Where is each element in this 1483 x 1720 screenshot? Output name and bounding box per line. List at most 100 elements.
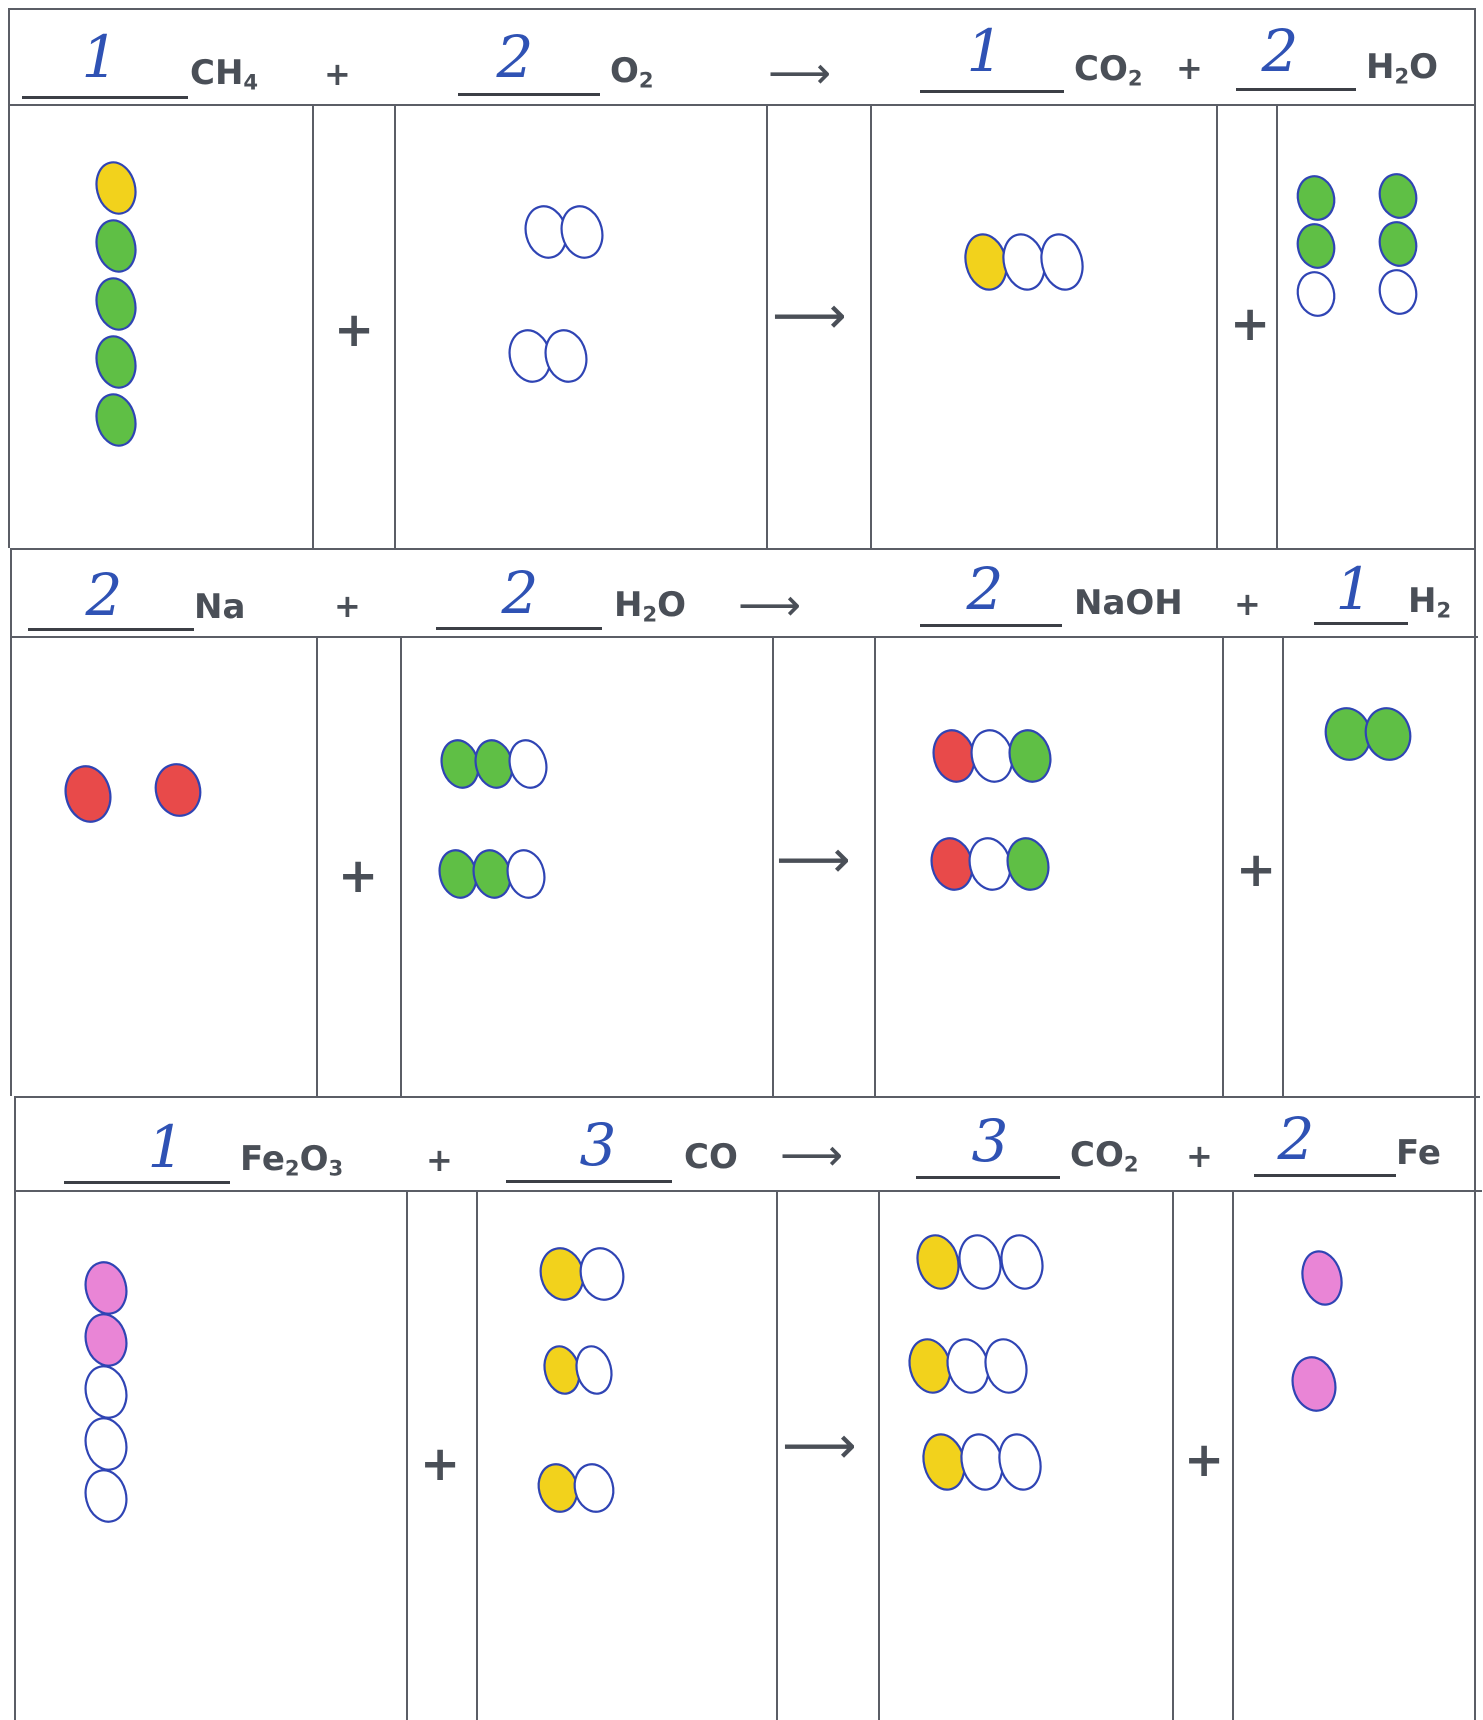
divider	[1222, 636, 1224, 1096]
plus-sign: +	[334, 587, 361, 625]
coefficient-blank[interactable]	[920, 624, 1062, 627]
coefficient-blank[interactable]	[916, 1176, 1060, 1179]
formula: H2	[1408, 581, 1452, 623]
divider	[874, 636, 876, 1096]
iron-atom	[1291, 1356, 1337, 1412]
hydrogen-atom	[1008, 729, 1052, 783]
divider	[400, 636, 402, 1096]
divider	[8, 104, 1474, 106]
carbon-atom	[95, 161, 137, 215]
hydrogen-atom	[95, 277, 137, 331]
hydrogen-atom	[1378, 221, 1418, 267]
coefficient-answer: 2	[1261, 17, 1299, 85]
formula: Fe	[1396, 1133, 1441, 1173]
plus-sign: +	[334, 302, 375, 358]
formula: H2O	[614, 585, 687, 627]
formula: CO	[684, 1137, 738, 1177]
divider	[870, 104, 872, 548]
divider	[14, 1096, 16, 1720]
oxygen-atom	[506, 849, 546, 899]
arrow-icon: ⟶	[782, 1416, 857, 1476]
divider	[878, 1190, 880, 1720]
oxygen-atom	[544, 329, 588, 383]
hydrogen-atom	[1378, 173, 1418, 219]
arrow-icon: ⟶	[780, 1130, 844, 1181]
coefficient-answer: 2	[501, 559, 539, 627]
plus-sign: +	[1234, 585, 1261, 623]
arrow-icon: ⟶	[738, 580, 802, 631]
coefficient-blank[interactable]	[506, 1180, 672, 1183]
coefficient-blank[interactable]	[1236, 88, 1356, 91]
coefficient-blank[interactable]	[22, 96, 188, 99]
formula: NaOH	[1074, 583, 1183, 623]
divider	[1232, 1190, 1234, 1720]
coefficient-answer: 2	[1277, 1105, 1315, 1173]
coefficient-answer: 3	[971, 1107, 1009, 1175]
divider	[394, 104, 396, 548]
divider	[772, 636, 774, 1096]
hydrogen-atom	[95, 393, 137, 447]
divider	[1172, 1190, 1174, 1720]
coefficient-answer: 1	[147, 1113, 185, 1181]
oxygen-atom	[1296, 271, 1336, 317]
divider	[776, 1190, 778, 1720]
coefficient-answer: 1	[966, 17, 1004, 85]
divider	[476, 1190, 478, 1720]
iron-atom	[1301, 1250, 1343, 1306]
divider	[8, 8, 1474, 10]
oxygen-atom	[579, 1247, 625, 1301]
hydrogen-atom	[95, 219, 137, 273]
divider	[316, 636, 318, 1096]
divider	[1276, 104, 1278, 548]
divider	[312, 104, 314, 548]
carbon-atom	[916, 1234, 960, 1290]
formula: O2	[610, 51, 654, 93]
oxygen-atom	[1000, 1234, 1044, 1290]
coefficient-answer: 2	[496, 23, 534, 91]
coefficient-answer: 3	[579, 1111, 617, 1179]
hydrogen-atom	[95, 335, 137, 389]
plus-sign: +	[338, 848, 379, 904]
hydrogen-atom	[1296, 223, 1336, 269]
coefficient-blank[interactable]	[1314, 622, 1408, 625]
oxygen-atom	[573, 1463, 615, 1513]
hydrogen-atom	[1006, 837, 1050, 891]
coefficient-blank[interactable]	[436, 627, 602, 630]
oxygen-atom	[508, 739, 548, 789]
formula: Fe2O3	[240, 1139, 344, 1181]
arrow-icon: ⟶	[776, 830, 851, 890]
divider	[8, 8, 10, 548]
hydrogen-atom	[1364, 707, 1412, 761]
coefficient-blank[interactable]	[64, 1181, 230, 1184]
coefficient-blank[interactable]	[1254, 1174, 1396, 1177]
plus-sign: +	[1236, 842, 1277, 898]
formula: Na	[194, 587, 246, 627]
divider	[10, 548, 12, 1096]
arrow-icon: ⟶	[768, 48, 832, 99]
sodium-atom	[154, 763, 202, 817]
iron-atom	[84, 1261, 128, 1315]
divider	[1216, 104, 1218, 548]
plus-sign: +	[1230, 296, 1271, 352]
oxygen-atom	[560, 205, 604, 259]
coefficient-blank[interactable]	[920, 90, 1064, 93]
plus-sign: +	[324, 55, 351, 93]
formula: CO2	[1074, 49, 1143, 91]
divider	[766, 104, 768, 548]
coefficient-answer: 1	[1335, 555, 1373, 623]
oxygen-atom	[998, 1433, 1042, 1491]
divider	[14, 1096, 1480, 1098]
coefficient-answer: 2	[966, 555, 1004, 623]
coefficient-blank[interactable]	[28, 628, 194, 631]
divider	[16, 1190, 1482, 1192]
oxygen-atom	[84, 1469, 128, 1523]
coefficient-blank[interactable]	[458, 93, 600, 96]
arrow-icon: ⟶	[772, 286, 847, 346]
plus-sign: +	[1176, 49, 1203, 87]
divider	[1282, 636, 1284, 1096]
divider	[12, 636, 1478, 638]
oxygen-atom	[1378, 269, 1418, 315]
oxygen-atom	[1040, 233, 1084, 291]
